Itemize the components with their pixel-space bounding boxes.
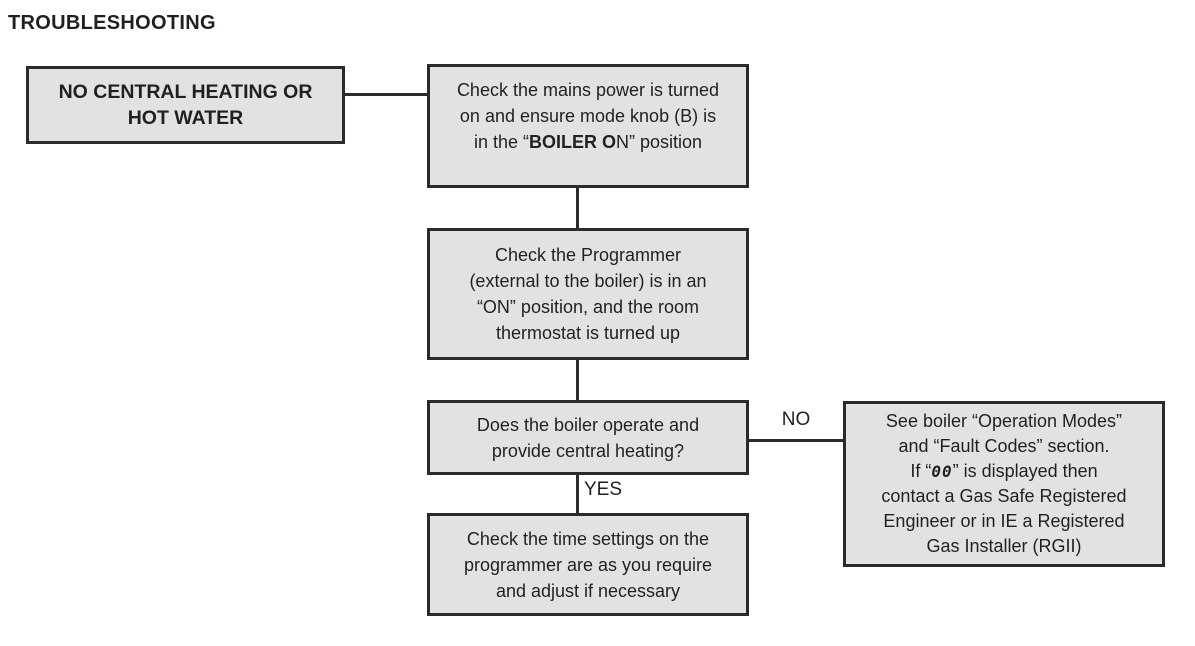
lcd-fault-code-text: 00 [931,462,953,481]
box-text: Check the Programmer (external to the bo… [469,245,707,343]
flow-box-check-programmer: Check the Programmer (external to the bo… [427,228,749,360]
flow-box-fault-codes-advice: See boiler “Operation Modes” and “Fault … [843,401,1165,567]
connector-start-to-mains [344,93,428,96]
box-text: Check the time settings on the programme… [463,528,713,601]
box-text-bold-segment: BOILER O [528,132,616,152]
box-text-segment: ” is displayed then [952,461,1098,481]
box-text-segment: N” position [616,132,703,152]
branch-label-no: NO [781,409,811,430]
box-text: Check the mains power is turned on and e… [457,77,719,155]
page-title: TROUBLESHOOTING [8,12,216,34]
connector-no-branch [747,439,845,442]
box-text-lines: contact a Gas Safe Registered Engineer o… [881,486,1127,556]
connector-mains-to-programmer [576,185,579,230]
flow-box-check-time-settings: Check the time settings on the programme… [427,513,749,616]
box-text: NO CENTRAL HEATING OR HOT WATER [58,81,313,129]
box-text: Does the boiler operate and provide cent… [476,414,700,461]
connector-yes-branch [576,473,579,516]
branch-label-yes: YES [584,479,623,500]
box-text: See boiler “Operation Modes” and “Fault … [881,409,1126,559]
connector-programmer-to-question [576,358,579,403]
flow-box-no-heating-or-hot-water: NO CENTRAL HEATING OR HOT WATER [26,66,345,144]
box-text-lines: See boiler “Operation Modes” and “Fault … [885,411,1123,456]
flow-box-check-mains-power: Check the mains power is turned on and e… [427,64,749,188]
box-text-segment: in the “ [473,132,529,152]
box-text-segment: If “ [910,461,932,481]
box-text-lines: Check the mains power is turned on and e… [456,80,720,126]
flow-box-boiler-operate-question: Does the boiler operate and provide cent… [427,400,749,475]
